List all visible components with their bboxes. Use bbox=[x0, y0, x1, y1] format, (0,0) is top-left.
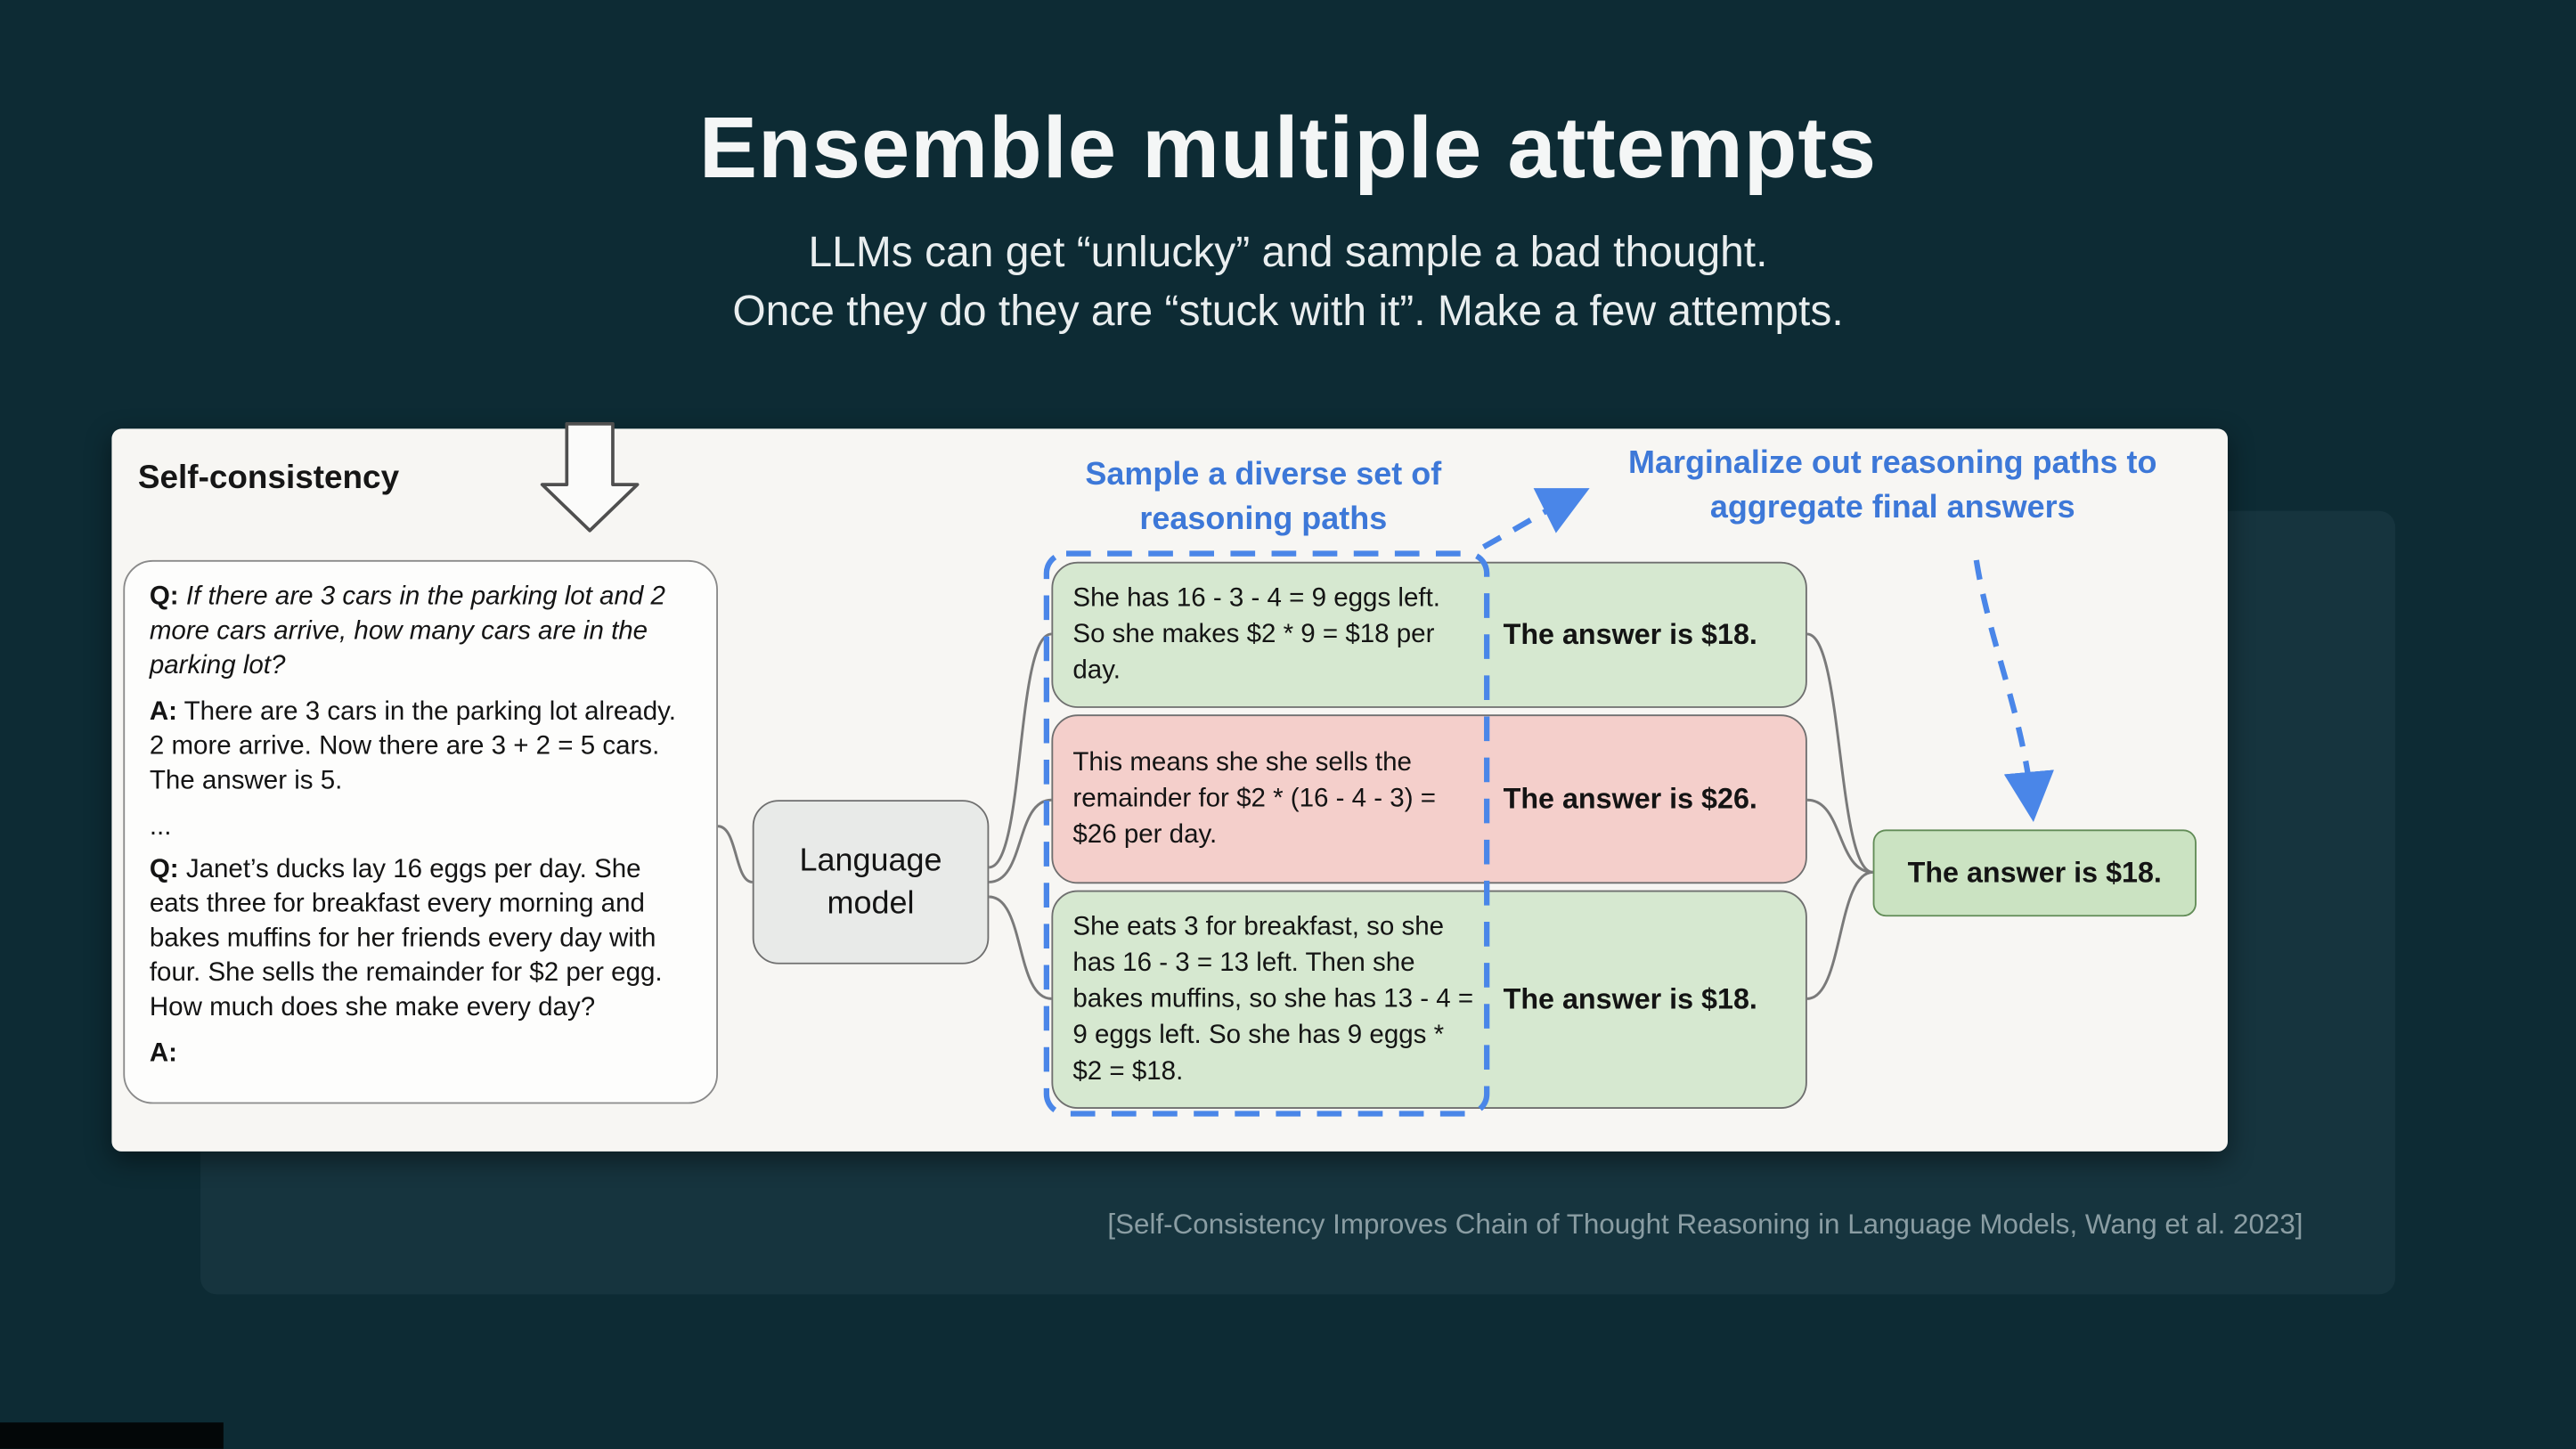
a1-text: There are 3 cars in the parking lot alre… bbox=[149, 697, 676, 795]
language-model-box: Language model bbox=[752, 800, 990, 965]
reasoning-path-2-answer: The answer is $26. bbox=[1503, 781, 1757, 815]
reasoning-path-1-answer: The answer is $18. bbox=[1503, 617, 1757, 651]
reasoning-path-1: She has 16 - 3 - 4 = 9 eggs left. So she… bbox=[1051, 561, 1807, 708]
reasoning-path-3: She eats 3 for breakfast, so she has 16 … bbox=[1051, 890, 1807, 1109]
reasoning-path-2: This means she she sells the remainder f… bbox=[1051, 714, 1807, 884]
marginalize-label: Marginalize out reasoning paths to aggre… bbox=[1627, 444, 2157, 526]
reasoning-path-2-text: This means she she sells the remainder f… bbox=[1072, 748, 1436, 849]
reasoning-path-3-text: She eats 3 for breakfast, so she has 16 … bbox=[1072, 912, 1474, 1086]
q2-text: Janet’s ducks lay 16 eggs per day. She e… bbox=[149, 855, 663, 1022]
language-model-label: Language model bbox=[799, 843, 942, 922]
prompt-paragraph-q1: Q: If there are 3 cars in the parking lo… bbox=[150, 580, 692, 683]
a1-prefix: A: bbox=[149, 697, 177, 727]
slide-title: Ensemble multiple attempts bbox=[698, 100, 1878, 198]
subtitle-line-1: LLMs can get “unlucky” and sample a bad … bbox=[808, 226, 1768, 276]
subtitle-line-2: Once they do they are “stuck with it”. M… bbox=[732, 285, 1844, 336]
q2-prefix: Q: bbox=[149, 855, 179, 884]
prompt-ellipsis: ... bbox=[149, 812, 172, 842]
diagram-title: Self-consistency bbox=[137, 460, 400, 497]
a2-prefix: A: bbox=[149, 1039, 177, 1068]
prompt-box: Q: If there are 3 cars in the parking lo… bbox=[123, 559, 718, 1104]
reasoning-path-3-answer: The answer is $18. bbox=[1503, 981, 1757, 1015]
prompt-paragraph-a1: A: There are 3 cars in the parking lot a… bbox=[150, 695, 692, 798]
bottom-left-bar bbox=[0, 1422, 224, 1449]
prompt-paragraph-q2: Q: Janet’s ducks lay 16 eggs per day. Sh… bbox=[150, 852, 692, 1025]
final-answer-box: The answer is $18. bbox=[1872, 829, 2197, 917]
citation-text: [Self-Consistency Improves Chain of Thou… bbox=[1107, 1209, 2303, 1241]
q1-prefix: Q: bbox=[149, 582, 179, 612]
q1-text: If there are 3 cars in the parking lot a… bbox=[149, 582, 665, 680]
prompt-paragraph-a2: A: bbox=[150, 1037, 692, 1071]
reasoning-path-1-text: She has 16 - 3 - 4 = 9 eggs left. So she… bbox=[1072, 583, 1440, 685]
sample-paths-label: Sample a diverse set of reasoning paths bbox=[1085, 456, 1442, 538]
